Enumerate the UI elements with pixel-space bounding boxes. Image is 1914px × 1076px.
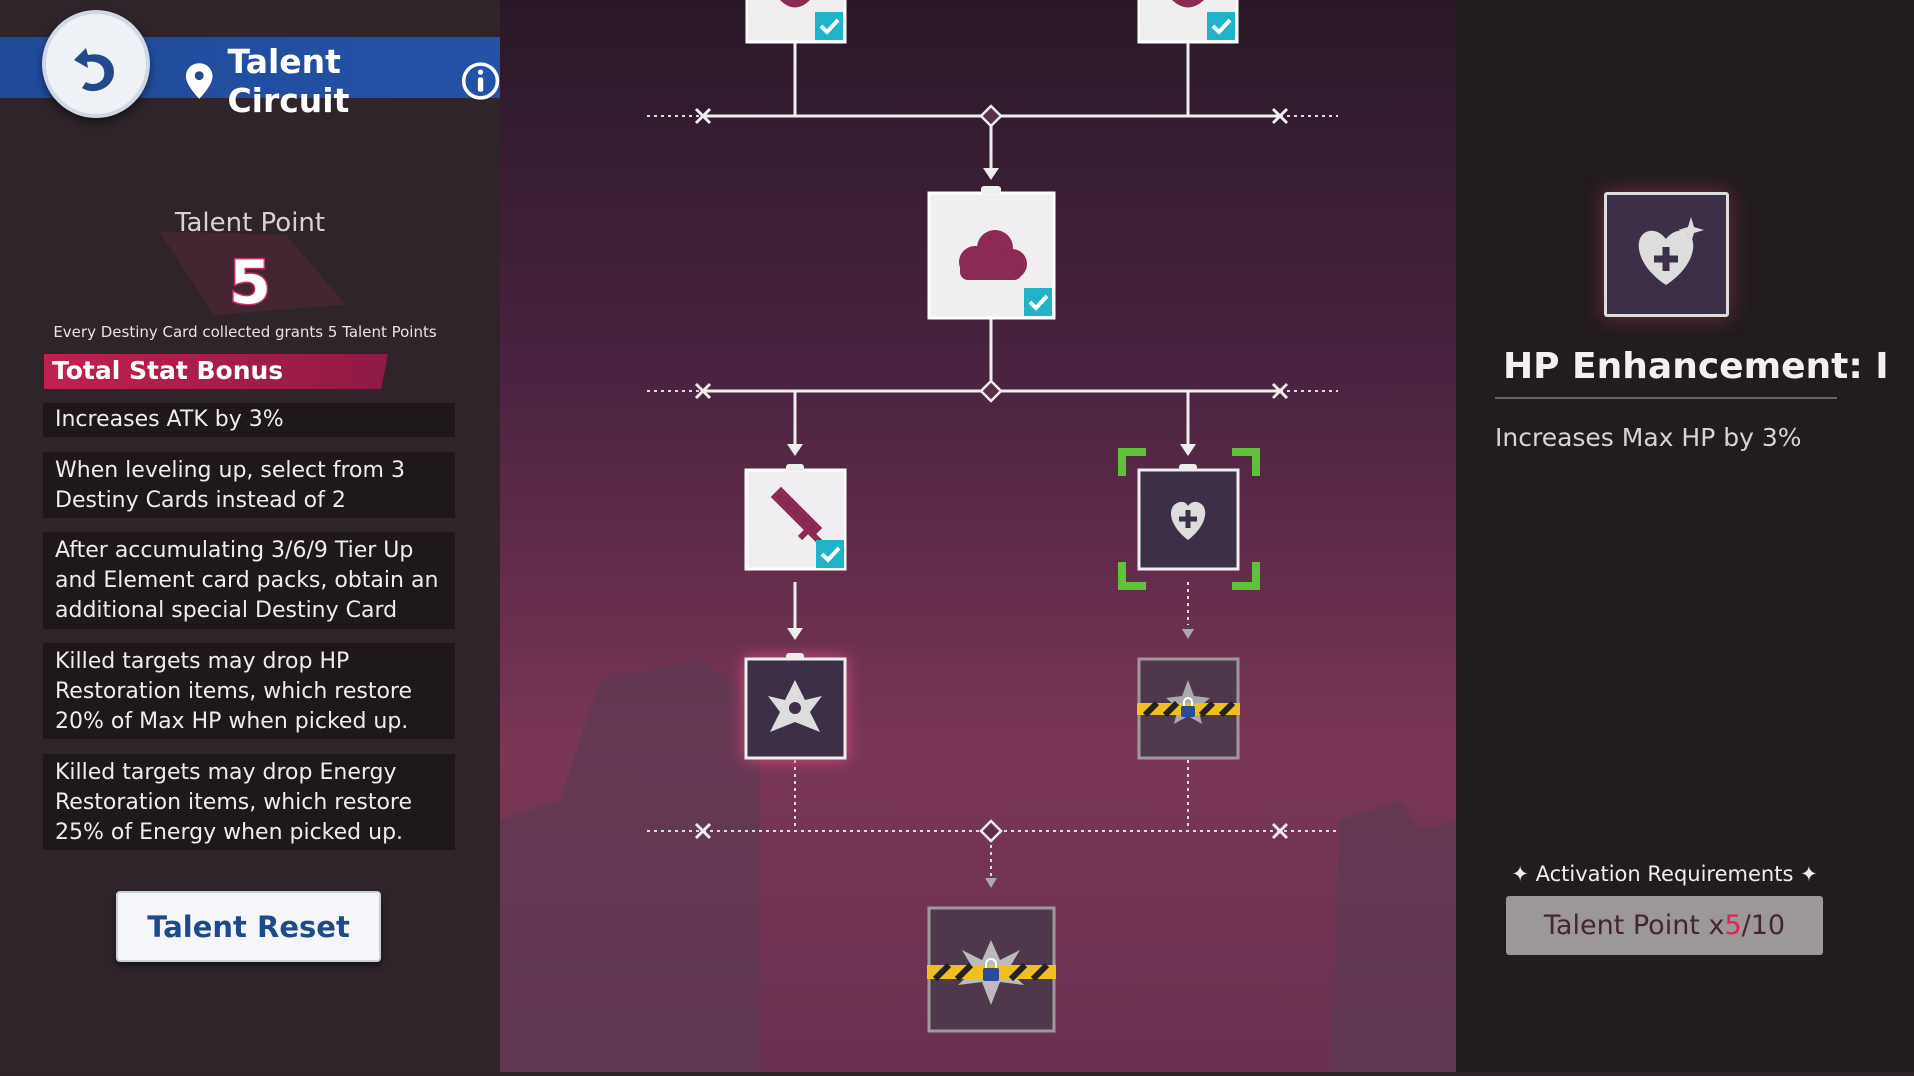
stat-bonus-item: When leveling up, select from 3 Destiny … (43, 452, 455, 518)
stat-bonus-item: Killed targets may drop Energy Restorati… (43, 754, 455, 850)
talent-node-locked-bottom[interactable] (927, 906, 1056, 1033)
talent-reset-button[interactable]: Talent Reset (116, 891, 381, 962)
stat-bonus-item: After accumulating 3/6/9 Tier Up and Ele… (43, 532, 455, 629)
detail-panel (1456, 0, 1914, 1072)
talent-point-note: Every Destiny Card collected grants 5 Ta… (53, 323, 437, 341)
stat-bonus-item: Increases ATK by 3% (43, 403, 455, 437)
location-pin-icon (185, 63, 213, 99)
req-total: /10 (1741, 910, 1786, 941)
talent-title: HP Enhancement: I (1503, 346, 1889, 387)
talent-node-top-right[interactable] (1137, 0, 1239, 44)
talent-node-spirit[interactable] (744, 653, 847, 760)
talent-node-sword[interactable] (744, 464, 847, 571)
info-icon[interactable] (461, 59, 500, 103)
left-panel: Talent Circuit Talent Point 5 Every Dest… (0, 0, 605, 1072)
sword-icon (770, 486, 825, 547)
talent-tree (500, 0, 1456, 1072)
req-prefix: Talent Point x (1543, 910, 1725, 941)
talent-node-cloud[interactable] (927, 186, 1056, 320)
stat-bonus-item: Killed targets may drop HP Restoration i… (43, 643, 455, 739)
talent-node-top-left[interactable] (745, 0, 847, 44)
req-current: 5 (1724, 910, 1742, 941)
heart-plus-icon (1638, 217, 1704, 285)
selected-talent-icon (1604, 192, 1729, 317)
cloud-icon (959, 230, 1027, 280)
talent-node-hp-enhancement[interactable] (1118, 448, 1260, 590)
talent-tree-area (500, 0, 1456, 1072)
page-title: Talent Circuit (227, 42, 350, 120)
back-arrow-icon (74, 48, 114, 92)
page-title-group: Talent Circuit (185, 42, 500, 120)
divider (1495, 397, 1837, 399)
lock-icon (1181, 697, 1195, 717)
total-stat-bonus-header: Total Stat Bonus (44, 354, 388, 389)
talent-point-label: Talent Point (174, 208, 326, 238)
talent-node-locked-right[interactable] (1137, 657, 1240, 760)
back-button[interactable] (42, 10, 150, 118)
talent-description: Increases Max HP by 3% (1495, 423, 1802, 452)
talent-point-value: 5 (228, 247, 273, 320)
activation-requirements-label: ✦ Activation Requirements ✦ (1511, 862, 1818, 886)
lock-icon (983, 958, 999, 981)
